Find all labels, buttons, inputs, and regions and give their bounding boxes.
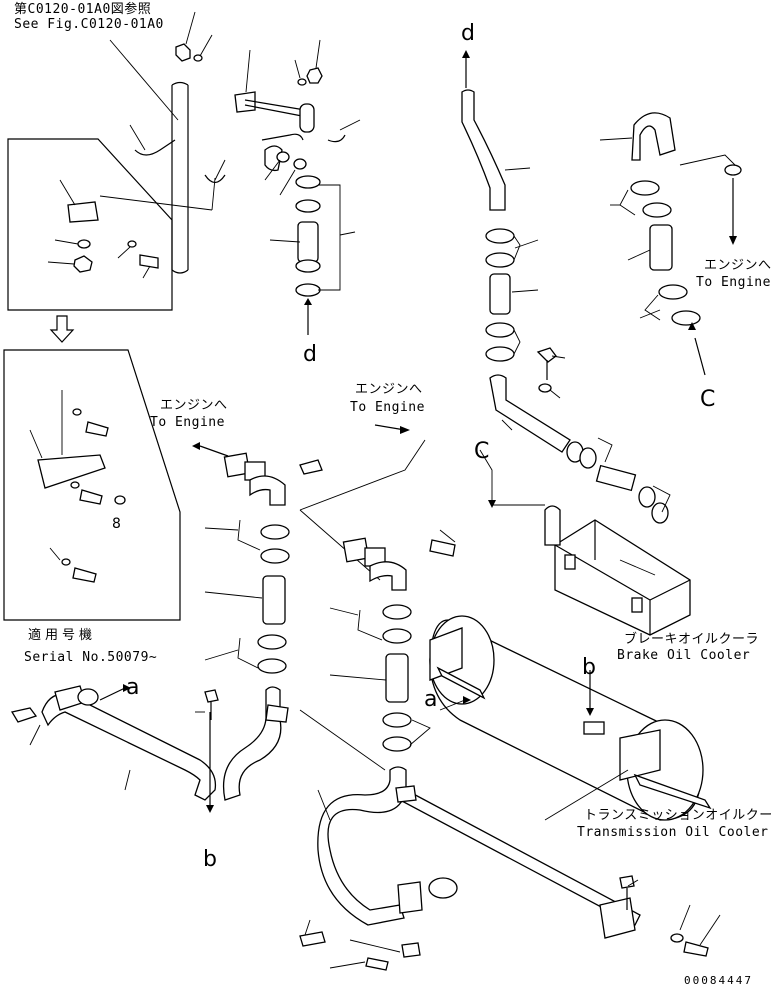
serial-note-en: Serial No.50079~ — [24, 650, 158, 665]
lower-right-pipe — [299, 696, 709, 971]
lower-left-pipe — [10, 684, 219, 813]
upper-inset-parts — [47, 177, 216, 279]
letter-b-right: b — [582, 655, 596, 680]
to-engine-left-jp: エンジンへ — [160, 398, 228, 413]
inset-arrow — [49, 315, 75, 343]
reference-note-jp: 第C0120-01A0図参照 — [14, 2, 152, 17]
leader-ticks — [129, 11, 721, 969]
letter-d-mid: d — [303, 342, 317, 367]
lower-inset-parts: 8 — [29, 390, 126, 583]
transmission-oil-cooler — [429, 615, 712, 821]
letter-d-top: d — [461, 21, 475, 46]
to-engine-pipe-left — [192, 442, 323, 801]
hose-set-top-center — [485, 228, 557, 393]
hose-set-top-right — [599, 112, 742, 376]
reference-leader — [109, 39, 179, 121]
to-engine-center-en: To Engine — [350, 400, 425, 415]
pipe-d-up — [461, 50, 531, 211]
hose-set-top-left — [295, 175, 356, 335]
letter-a-mid: a — [424, 687, 438, 712]
letter-a-left: a — [126, 675, 140, 700]
drawing-number: 00084447 — [684, 974, 753, 987]
inset-box-lower — [3, 349, 181, 621]
serial-note-jp: 適用号機 — [28, 628, 97, 643]
brake-oil-cooler-jp: ブレーキオイルクーラ — [624, 632, 760, 647]
to-engine-pipe-right — [299, 424, 456, 752]
to-engine-center-jp: エンジンへ — [355, 382, 423, 397]
letter-c-right: C — [700, 387, 716, 412]
transmission-oil-cooler-en: Transmission Oil Cooler — [577, 825, 769, 840]
top-bracket-assembly — [134, 43, 346, 184]
to-engine-right-en: To Engine — [696, 275, 771, 290]
vertical-pipe-upper — [171, 81, 189, 274]
to-engine-right-jp: エンジンへ — [704, 258, 772, 273]
brake-oil-cooler-en: Brake Oil Cooler — [617, 648, 751, 663]
to-engine-left-en: To Engine — [150, 415, 225, 430]
transmission-oil-cooler-jp: トランスミッションオイルクーラ — [584, 808, 773, 823]
letter-b-left: b — [203, 847, 217, 872]
brake-oil-cooler-assembly — [479, 374, 691, 636]
letter-c-mid: C — [474, 439, 490, 464]
svg-text:8: 8 — [112, 516, 121, 532]
inset-box-upper — [7, 138, 173, 311]
reference-note-en: See Fig.C0120-01A0 — [14, 17, 164, 32]
